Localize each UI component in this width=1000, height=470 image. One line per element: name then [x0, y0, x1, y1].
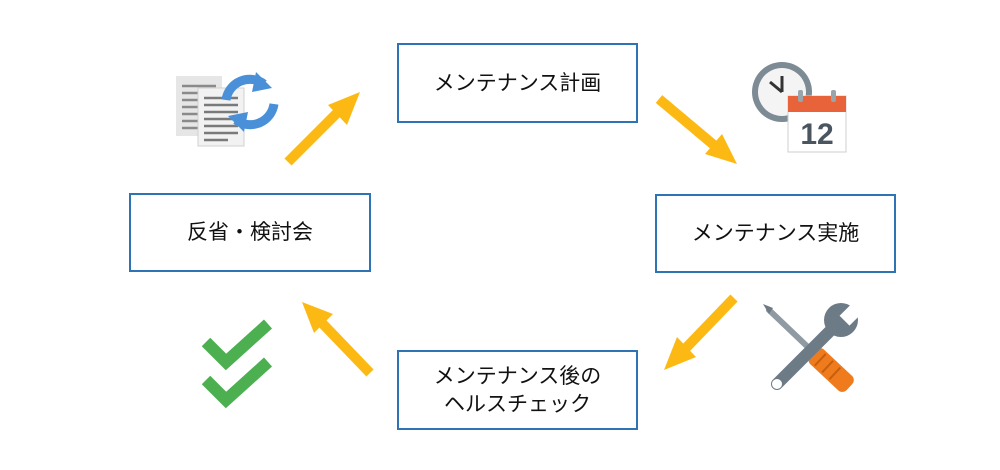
step-label-plan: メンテナンス計画 [433, 70, 602, 95]
arrow-plan-to-execute [655, 95, 737, 164]
clock-calendar-icon: 12 [752, 62, 847, 153]
step-label-health-check-line2: ヘルスチェック [444, 392, 591, 416]
step-box-health-check: メンテナンス後の ヘルスチェック [397, 350, 638, 430]
document-refresh-icon [176, 72, 279, 147]
arrow-execute-to-check [664, 294, 738, 370]
step-box-review: 反省・検討会 [129, 193, 371, 272]
tools-icon [763, 303, 861, 392]
step-box-plan: メンテナンス計画 [397, 43, 638, 123]
arrow-review-to-plan [284, 92, 360, 166]
step-box-execute: メンテナンス実施 [655, 194, 896, 273]
step-label-execute: メンテナンス実施 [691, 221, 860, 246]
arrow-check-to-review [302, 302, 374, 377]
step-label-health-check-line1: メンテナンス後の [433, 363, 602, 388]
step-label-review: 反省・検討会 [187, 220, 313, 245]
double-check-icon [201, 319, 273, 409]
calendar-day-number: 12 [800, 118, 833, 151]
